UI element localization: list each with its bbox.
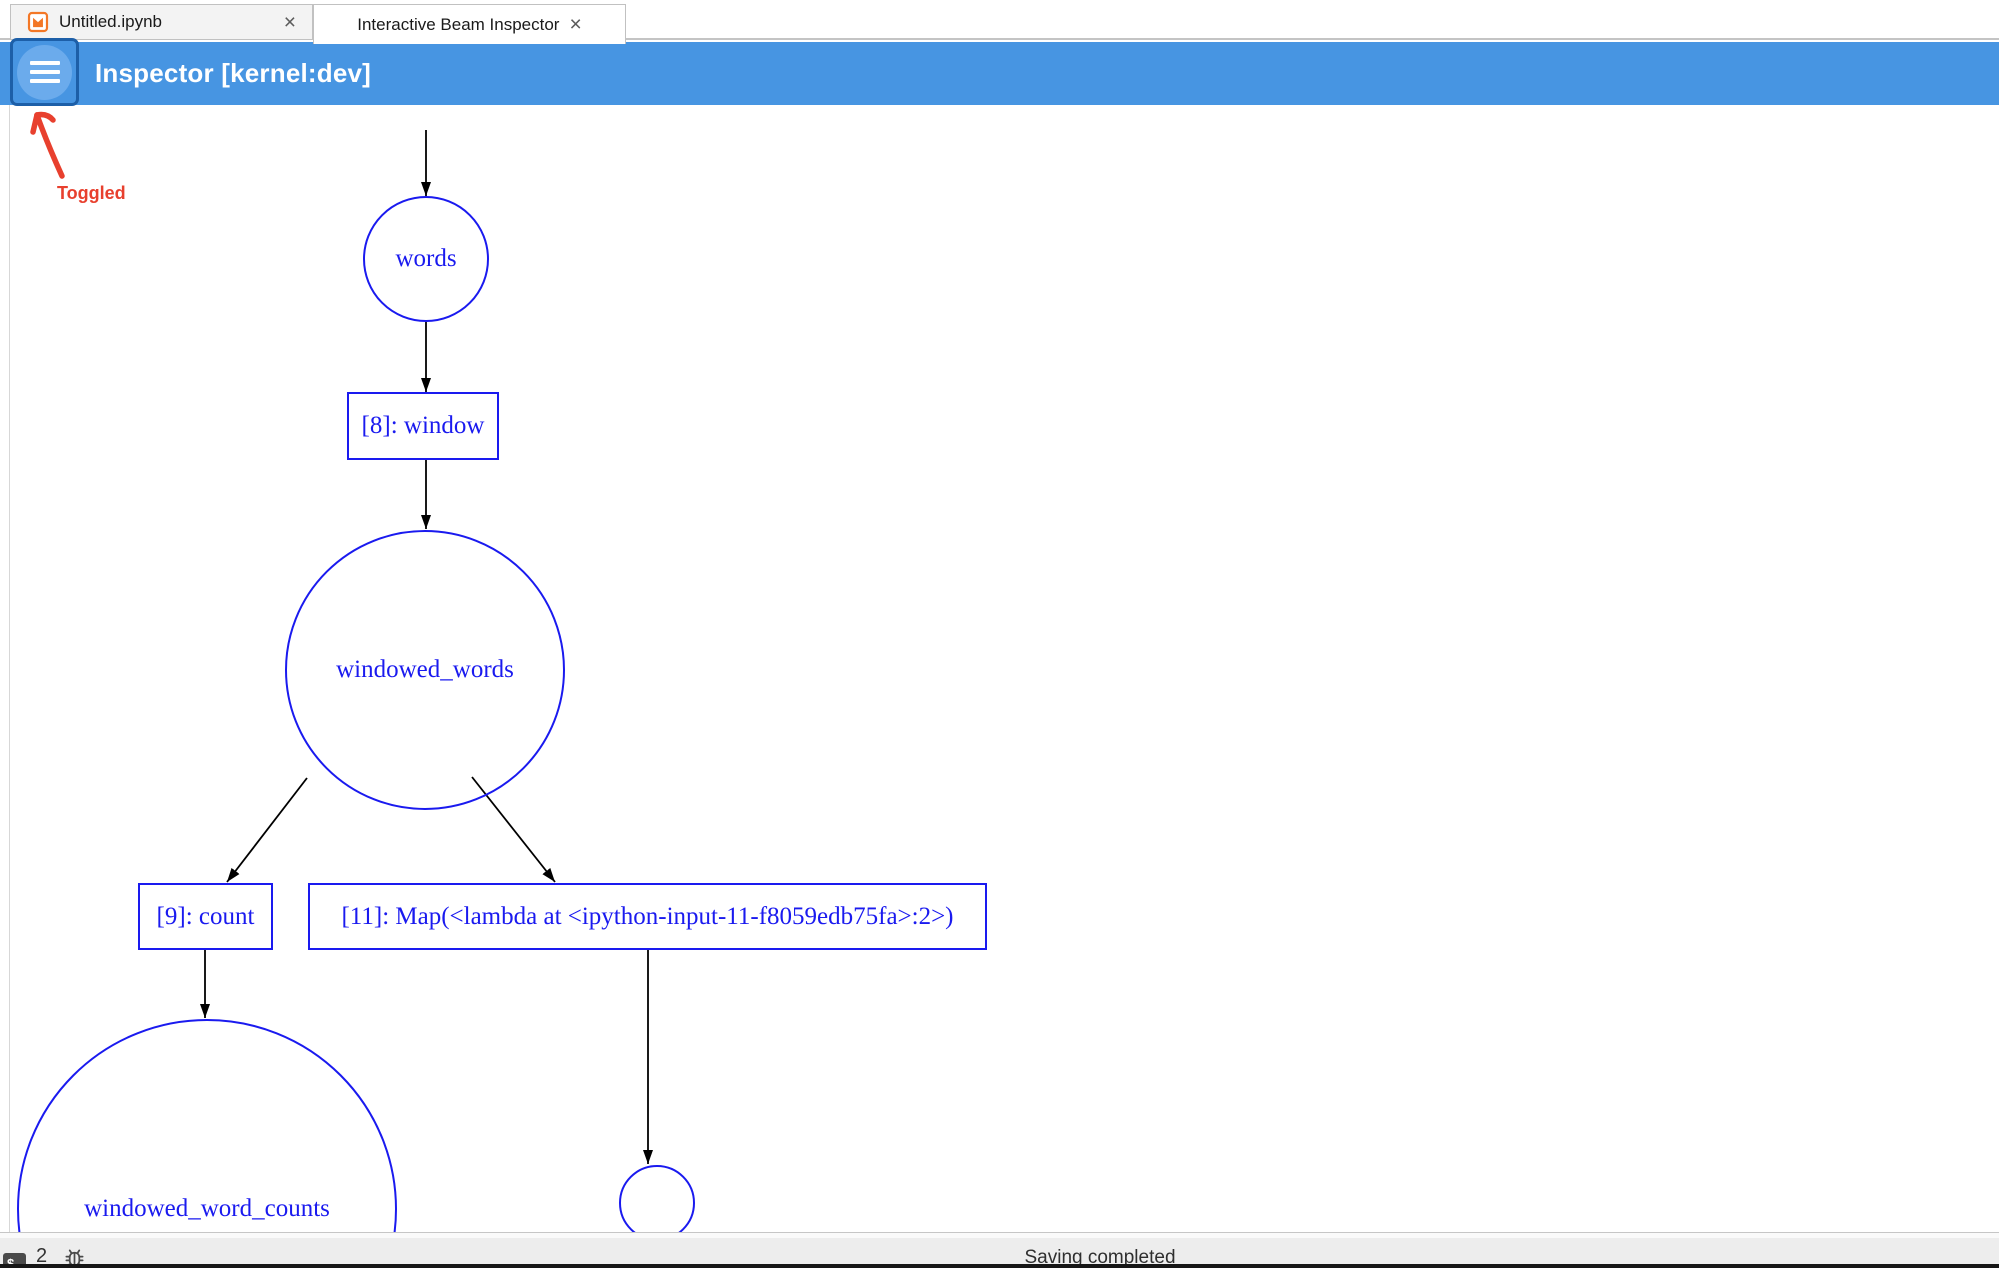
tab-beam-inspector[interactable]: Interactive Beam Inspector ×	[313, 4, 626, 44]
transform-node-window: [8]: window	[347, 392, 499, 460]
annotation-toggled-label: Toggled	[57, 183, 126, 203]
status-message: Saving completed	[1024, 1247, 1176, 1268]
notebook-icon	[27, 11, 49, 33]
tab-bar: Untitled.ipynb × Interactive Beam Inspec…	[0, 0, 1999, 44]
tab-label: Untitled.ipynb	[59, 12, 163, 31]
transform-node-count: [9]: count	[138, 883, 273, 950]
node-label: [9]: count	[156, 902, 255, 930]
node-label: words	[395, 245, 457, 272]
tab-close-icon[interactable]: ×	[283, 10, 296, 34]
node-label: windowed_words	[336, 656, 514, 683]
pcollection-node-windowed-word-counts: windowed_word_counts	[17, 1019, 397, 1232]
content-bottom-border	[0, 1232, 1999, 1233]
statusbar-gap	[0, 1233, 1999, 1238]
tab-close-icon[interactable]: ×	[569, 13, 582, 36]
node-label: [11]: Map(<lambda at <ipython-input-11-f…	[341, 902, 954, 930]
transform-node-map-lambda: [11]: Map(<lambda at <ipython-input-11-f…	[308, 883, 987, 950]
pcollection-node-windowed-words: windowed_words	[285, 530, 565, 810]
tab-untitled-notebook[interactable]: Untitled.ipynb ×	[10, 4, 313, 40]
pcollection-node-words: words	[363, 196, 489, 322]
node-label: windowed_word_counts	[84, 1195, 330, 1222]
hamburger-menu-button[interactable]	[10, 38, 79, 106]
page-title: Inspector [kernel:dev]	[95, 58, 372, 88]
terminal-count: 2	[36, 1245, 48, 1267]
terminal-glyph: $	[7, 1256, 15, 1268]
tab-label: Interactive Beam Inspector	[357, 14, 560, 34]
hamburger-icon	[17, 44, 72, 100]
inspector-header: Inspector [kernel:dev]	[0, 42, 1999, 105]
status-bar: $ 2 Saving completed	[0, 1238, 1999, 1268]
node-label: [8]: window	[361, 412, 485, 439]
pipeline-graph-canvas: words [8]: window windowed_words [9]: co…	[0, 105, 1999, 1232]
pcollection-node-anonymous	[619, 1165, 695, 1232]
annotation-arrow	[30, 111, 65, 179]
screen-bottom-edge	[0, 1264, 1999, 1268]
